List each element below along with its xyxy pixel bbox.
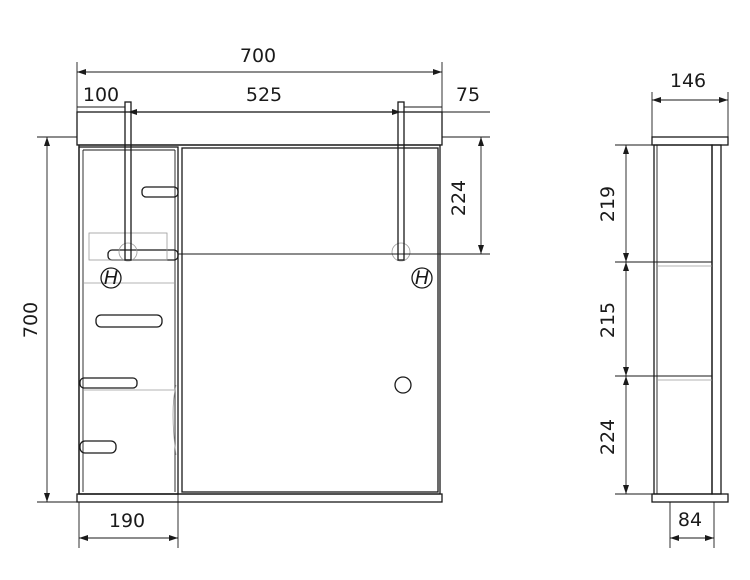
door-knob	[394, 376, 412, 394]
cabinet-top-panel	[76, 111, 443, 146]
screw-mark-left: H	[100, 267, 122, 289]
front-dimensions: 700 100 525 75 700 224 190	[20, 45, 490, 548]
open-shelf-section	[78, 146, 179, 495]
hanging-hole-right	[391, 101, 411, 262]
side-door-profile	[711, 144, 722, 495]
front-view: H H	[76, 101, 443, 503]
side-dimensions: 146 219 215 224 84	[597, 70, 729, 548]
side-view	[651, 136, 729, 503]
screw-mark-right-label: H	[415, 267, 429, 289]
side-bottom-panel	[651, 493, 729, 503]
side-body	[653, 144, 713, 495]
dim-section-2: 215	[597, 302, 619, 338]
dim-overall-width: 700	[240, 45, 276, 67]
shelf-slot-2	[107, 249, 179, 261]
dim-hole-height: 224	[448, 180, 470, 216]
hanging-hole-left	[118, 101, 138, 262]
dim-depth-top: 146	[670, 70, 706, 92]
cabinet-bottom-panel	[76, 493, 443, 503]
screw-mark-right: H	[411, 267, 433, 289]
shelf-slot-1	[141, 186, 179, 198]
cabinet-body	[78, 144, 441, 495]
dim-section-3: 224	[597, 419, 619, 455]
screw-mark-left-label: H	[104, 267, 118, 289]
mirror-door	[181, 147, 439, 493]
dim-right-offset: 75	[456, 84, 480, 106]
dim-left-offset: 100	[83, 84, 119, 106]
dim-shelf-width: 190	[109, 510, 145, 532]
shelf-slot-5	[79, 440, 117, 454]
shelf-slot-4	[79, 377, 138, 389]
shelf-slot-3	[95, 314, 163, 328]
dim-overall-height: 700	[20, 302, 42, 338]
dim-section-1: 219	[597, 186, 619, 222]
dim-depth-bottom: 84	[678, 509, 702, 531]
dim-hole-spacing: 525	[246, 84, 282, 106]
side-top-panel	[651, 136, 729, 146]
